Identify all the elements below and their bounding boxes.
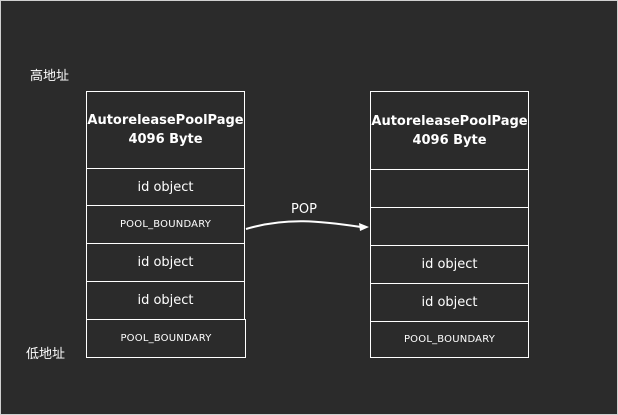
right-page-size: 4096 Byte xyxy=(412,132,487,148)
left-autorelease-pool-page: AutoreleasePoolPage 4096 Byte id object … xyxy=(86,91,246,358)
right-cell-id-object: id object xyxy=(370,283,529,322)
right-cell-empty xyxy=(370,169,529,208)
pop-arrow-head xyxy=(359,223,369,231)
pop-label: POP xyxy=(291,202,317,217)
right-cell-id-object: id object xyxy=(370,245,529,284)
right-cell-pool-boundary: POOL_BOUNDARY xyxy=(370,321,529,358)
left-page-title: AutoreleasePoolPage xyxy=(87,113,244,128)
pop-arrow-line xyxy=(245,220,362,230)
right-cell-empty xyxy=(370,207,529,246)
left-cell-pool-boundary: POOL_BOUNDARY xyxy=(86,205,245,244)
left-page-header: AutoreleasePoolPage 4096 Byte xyxy=(86,91,245,169)
left-cell-id-object: id object xyxy=(86,168,245,206)
right-autorelease-pool-page: AutoreleasePoolPage 4096 Byte id object … xyxy=(370,91,529,358)
right-page-title: AutoreleasePoolPage xyxy=(371,113,528,129)
left-cell-id-object: id object xyxy=(86,281,245,320)
right-page-header: AutoreleasePoolPage 4096 Byte xyxy=(370,91,529,170)
left-cell-pool-boundary: POOL_BOUNDARY xyxy=(86,319,246,358)
low-address-label: 低地址 xyxy=(26,347,66,362)
left-page-size: 4096 Byte xyxy=(128,132,203,147)
high-address-label: 高地址 xyxy=(30,69,70,84)
left-cell-id-object: id object xyxy=(86,243,245,282)
